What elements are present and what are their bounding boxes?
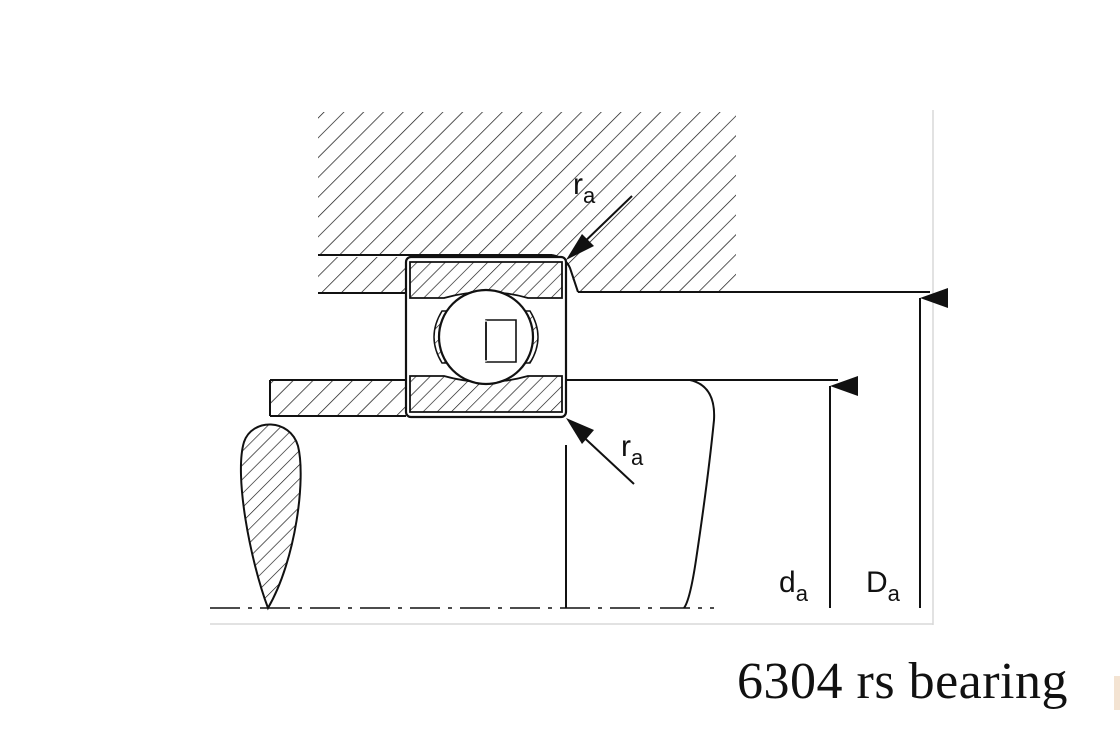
housing-shoulder [318, 257, 406, 294]
product-caption: 6304 rs bearing [737, 653, 1068, 710]
housing [318, 112, 736, 293]
fillet-top-label: ra [573, 168, 596, 208]
housing-diameter-label: Da [866, 566, 901, 606]
shaft-section [239, 423, 302, 611]
fillet-top-arrow [566, 234, 594, 260]
fillet-bottom-arrow [566, 418, 594, 444]
shaft-diameter-label: da [779, 566, 809, 606]
shaft-shoulder [269, 379, 406, 417]
shaft-contour [566, 379, 716, 609]
bearing [404, 255, 568, 419]
edge-decoration [1114, 676, 1120, 710]
fillet-bottom-label: ra [621, 430, 644, 470]
